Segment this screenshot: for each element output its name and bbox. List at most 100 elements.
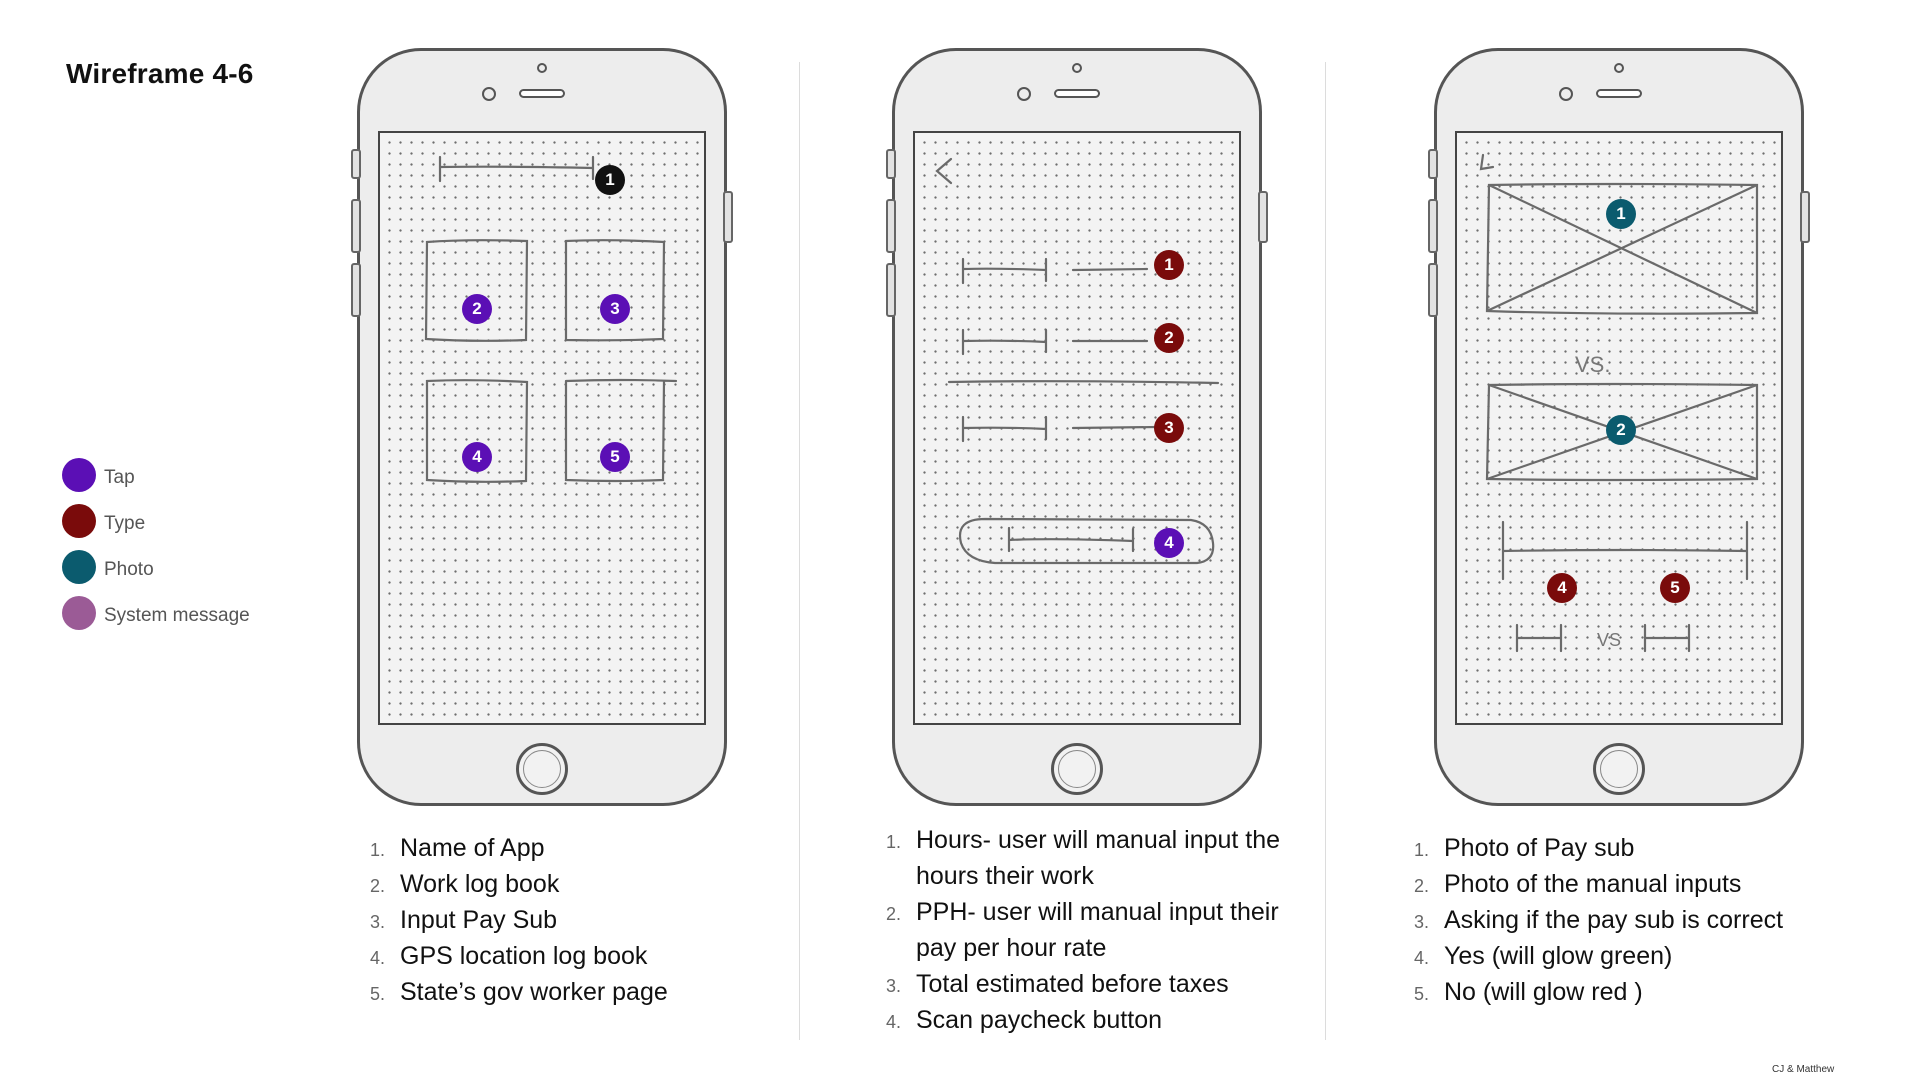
photo-swatch-icon [62, 550, 96, 584]
note-item: 5. No (will glow red ) [1414, 974, 1874, 1010]
tile-gps-log-book [425, 379, 529, 483]
note-item: 1. Name of App [370, 830, 790, 866]
note-item: 4. GPS location log book [370, 938, 790, 974]
divider [1325, 62, 1326, 1040]
note-item: 3. Input Pay Sub [370, 902, 790, 938]
no-button-sketch [1643, 623, 1691, 653]
yes-button-sketch [1515, 623, 1563, 653]
marker-4: 4 [1547, 573, 1577, 603]
power-button [1258, 191, 1268, 243]
volume-up-button [351, 199, 361, 253]
legend-item-system-message: System message [62, 596, 322, 632]
legend-item-photo: Photo [62, 550, 322, 586]
home-button-icon [1051, 743, 1103, 795]
divider [799, 62, 800, 1040]
app-name-placeholder [438, 155, 595, 183]
note-number: 3. [370, 912, 386, 932]
tile-work-log-book [424, 239, 529, 342]
wireframe-1-notes: 1. Name of App 2.Work log book 3. Input Pa… [370, 830, 790, 1010]
note-text: PPH- user will manual input their pay pe… [916, 898, 1279, 962]
note-text: No (will glow red ) [1444, 978, 1643, 1006]
note-item: 2.Work log book [370, 866, 790, 902]
hours-input-field [961, 257, 1149, 285]
note-item: 2.PPH- user will manual input their pay … [886, 894, 1316, 966]
note-text: Photo of the manual inputs [1444, 870, 1742, 898]
note-text: Photo of Pay sub [1444, 834, 1635, 862]
legend-item-tap: Tap [62, 458, 322, 494]
note-item: 3.Total estimated before taxes [886, 966, 1316, 1002]
note-number: 1. [886, 832, 902, 852]
system-message-swatch-icon [62, 596, 96, 630]
note-text: Asking if the pay sub is correct [1444, 906, 1784, 934]
wireframe-1-screen: 1 2 3 4 5 [378, 131, 706, 725]
pay-sub-photo-placeholder [1485, 182, 1759, 315]
note-item: 1. Hours- user will manual input the hour… [886, 822, 1316, 894]
marker-1: 1 [1606, 199, 1636, 229]
volume-down-button [886, 263, 896, 317]
note-text: GPS location log book [400, 942, 648, 970]
tile-input-pay-sub [564, 239, 666, 342]
note-text: State’s gov worker page [400, 978, 668, 1006]
note-text: Hours- user will manual input the hours … [916, 826, 1281, 890]
note-number: 4. [886, 1012, 902, 1032]
page-title: Wireframe 4-6 [66, 58, 254, 89]
legend-label: System message [104, 605, 250, 626]
wireframe-1-phone: 1 2 3 4 5 [351, 48, 733, 806]
scan-paycheck-button-sketch [958, 517, 1215, 565]
vs-label-small: VS [1597, 630, 1621, 650]
legend-label: Photo [104, 559, 154, 580]
volume-down-button [1428, 263, 1438, 317]
note-item: 3. Asking if the pay sub is correct [1414, 902, 1874, 938]
wireframe-2-screen: 1 2 3 4 [913, 131, 1241, 725]
note-number: 2. [1414, 876, 1430, 896]
note-item: 4.Yes (will glow green) [1414, 938, 1874, 974]
mute-switch [1428, 149, 1438, 179]
note-text: Work log book [400, 870, 560, 898]
note-item: 5.State’s gov worker page [370, 974, 790, 1010]
type-swatch-icon [62, 504, 96, 538]
note-text: Name of App [400, 834, 545, 862]
scan-paycheck-label-sketch [1007, 526, 1135, 553]
sensor-icon [1614, 63, 1624, 73]
note-number: 4. [370, 948, 386, 968]
camera-icon [1017, 87, 1031, 101]
total-estimated-field [961, 415, 1159, 443]
marker-1: 1 [595, 165, 625, 195]
legend-label: Tap [104, 467, 135, 488]
marker-4: 4 [462, 442, 492, 472]
note-number: 1. [1414, 840, 1430, 860]
camera-icon [1559, 87, 1573, 101]
sensor-icon [537, 63, 547, 73]
marker-1: 1 [1154, 250, 1184, 280]
legend-item-type: Type [62, 504, 322, 540]
camera-icon [482, 87, 496, 101]
mute-switch [886, 149, 896, 179]
marker-5: 5 [1660, 573, 1690, 603]
note-number: 3. [1414, 912, 1430, 932]
marker-4: 4 [1154, 528, 1184, 558]
sensor-icon [1072, 63, 1082, 73]
wireframe-3-phone: VS. VS 1 2 4 5 [1428, 48, 1810, 806]
tile-gov-worker-page [564, 378, 678, 483]
note-number: 4. [1414, 948, 1430, 968]
speaker-icon [1596, 89, 1642, 98]
wireframe-2-notes: 1. Hours- user will manual input the hour… [886, 822, 1316, 1038]
mute-switch [351, 149, 361, 179]
marker-5: 5 [600, 442, 630, 472]
pph-input-field [961, 328, 1149, 356]
power-button [1800, 191, 1810, 243]
total-divider-line [947, 380, 1220, 385]
note-text: Input Pay Sub [400, 906, 558, 934]
note-number: 5. [1414, 984, 1430, 1004]
speaker-icon [1054, 89, 1100, 98]
note-item: 4. Scan paycheck button [886, 1002, 1316, 1038]
note-number: 3. [886, 976, 902, 996]
back-arrow-icon [1479, 153, 1495, 171]
vs-label: VS. [1575, 352, 1610, 377]
note-item: 1. Photo of Pay sub [1414, 830, 1874, 866]
note-number: 1. [370, 840, 386, 860]
note-text: Scan paycheck button [916, 1006, 1162, 1034]
wireframe-3-sketch: VS. VS [1479, 153, 1759, 653]
marker-3: 3 [600, 294, 630, 324]
wireframe-2-sketch [935, 157, 1220, 565]
